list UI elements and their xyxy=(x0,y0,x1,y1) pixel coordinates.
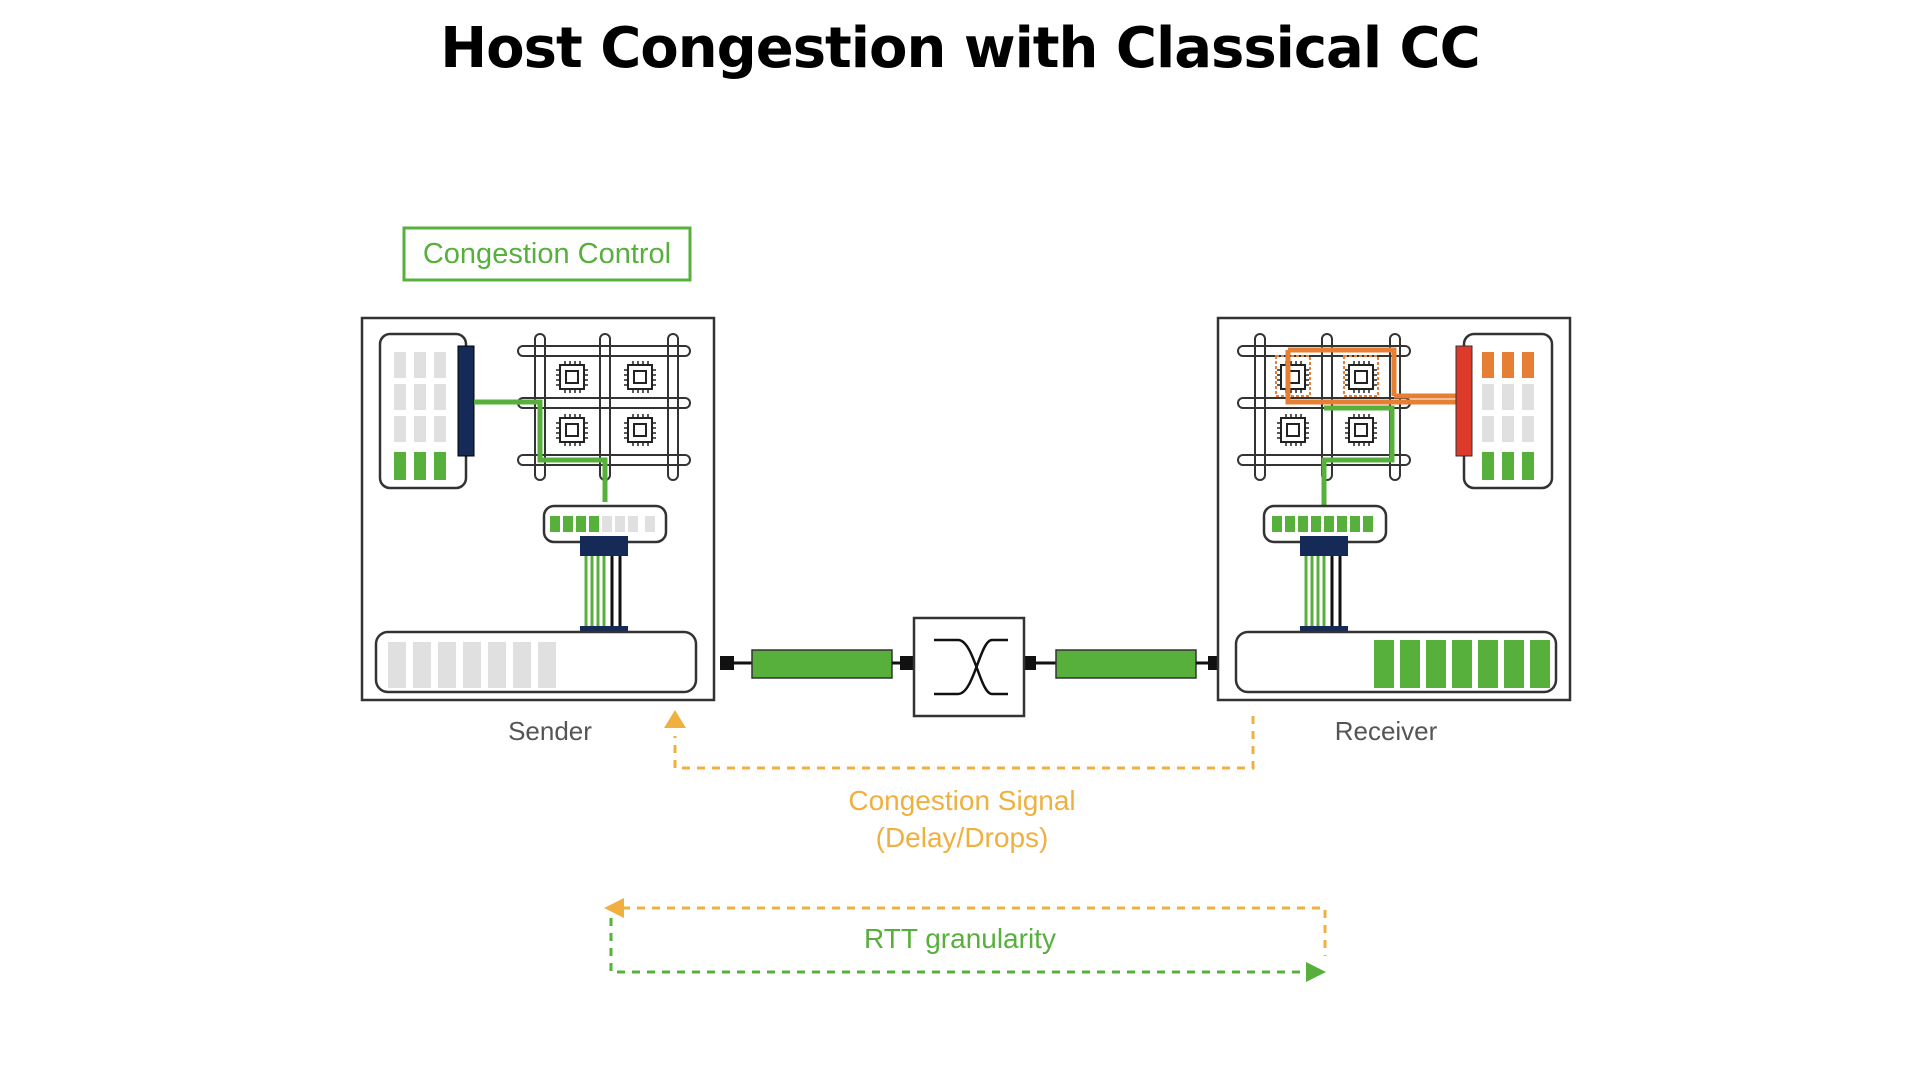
cpu-icon xyxy=(1344,413,1378,447)
cpu-icon xyxy=(1276,360,1310,394)
cpu-icon xyxy=(555,360,589,394)
sender-memory xyxy=(378,332,475,490)
rtt-loop xyxy=(604,898,1327,982)
sender-data-path xyxy=(474,399,608,502)
sender-host xyxy=(360,316,716,702)
arrow-left-icon xyxy=(604,898,624,918)
sender-pcie-bus xyxy=(580,536,628,644)
arrow-right-icon xyxy=(1306,962,1326,982)
arrow-up-icon xyxy=(664,710,686,728)
sender-label: Sender xyxy=(508,716,592,746)
cpu-icon xyxy=(555,413,589,447)
cpu-icon xyxy=(623,360,657,394)
congestion-signal-arrow xyxy=(664,710,1255,770)
congestion-control-box: Congestion Control xyxy=(402,226,692,282)
receiver-label: Receiver xyxy=(1335,716,1438,746)
slide-title: Host Congestion with Classical CC xyxy=(440,16,1480,81)
receiver-host xyxy=(1216,316,1572,702)
receiver-data-path xyxy=(1321,405,1395,508)
congestion-control-label: Congestion Control xyxy=(423,238,671,270)
network-switch xyxy=(912,616,1026,718)
cpu-icon xyxy=(1276,413,1310,447)
receiver-link-packet xyxy=(1055,649,1197,679)
network-links xyxy=(720,649,1222,679)
receiver-wire-buffer xyxy=(1234,630,1558,694)
rtt-granularity-label: RTT granularity xyxy=(864,923,1056,954)
congestion-signal-label: Congestion Signal xyxy=(848,785,1075,816)
sender-link-packet xyxy=(751,649,893,679)
sender-wire-buffer xyxy=(374,630,698,694)
receiver-memory xyxy=(1455,332,1554,490)
cpu-icon xyxy=(623,413,657,447)
congestion-signal-detail: (Delay/Drops) xyxy=(876,822,1049,853)
receiver-pcie-bus xyxy=(1300,536,1348,644)
receiver-contention-path xyxy=(1285,347,1464,405)
cpu-icon xyxy=(1344,360,1378,394)
